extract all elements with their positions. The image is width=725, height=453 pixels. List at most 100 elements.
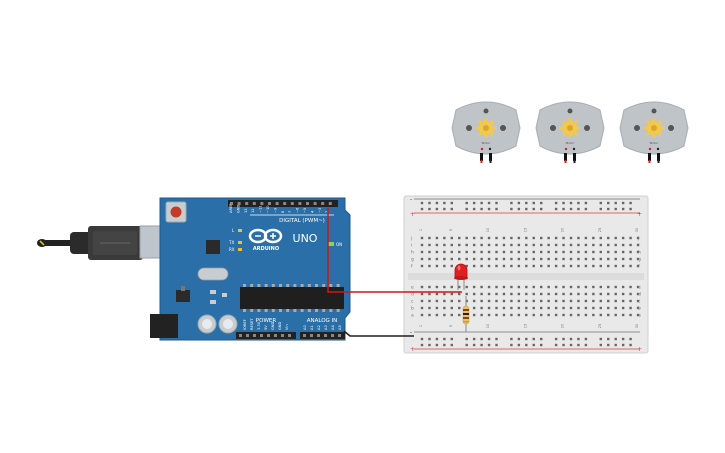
power-label: POWER — [256, 318, 277, 324]
analog-pin-label: A4 — [331, 325, 335, 330]
voltage-regulator — [176, 290, 190, 302]
analog-pin-label: A5 — [338, 325, 342, 330]
row-letter: j — [637, 236, 639, 242]
motor-label: Motor — [650, 141, 659, 145]
column-number: 20 — [561, 227, 565, 232]
digital-pin-label: ~11 — [259, 205, 263, 213]
digital-pin-label: 8 — [281, 210, 285, 213]
row-letter: b — [638, 306, 641, 312]
digital-pin-label: ~5 — [303, 208, 307, 213]
row-letter: h — [638, 250, 641, 256]
row-letter: h — [411, 250, 414, 256]
usb-chip — [206, 240, 220, 254]
digital-pin-label: 4 — [310, 210, 314, 213]
row-letter: g — [411, 258, 414, 263]
row-letter: b — [411, 306, 414, 312]
brand-label: ARDUINO — [253, 246, 279, 252]
signal-wire[interactable] — [327, 208, 462, 293]
motor-label: Motor — [482, 141, 491, 145]
power-pin-label: GND — [271, 322, 275, 330]
analog-header[interactable] — [300, 332, 345, 339]
column-number: 15 — [523, 324, 527, 329]
row-letter: f — [638, 264, 640, 270]
model-label: UNO — [293, 232, 318, 245]
power-pin-label: 5V — [264, 325, 268, 330]
row-letter: d — [411, 292, 414, 298]
gear-icon — [560, 118, 580, 138]
digital-pin-label: ~6 — [296, 207, 300, 213]
column-number: 30 — [635, 323, 639, 328]
power-pin-label: RESET — [250, 318, 254, 330]
bottom-pin-holes — [239, 334, 341, 337]
led-tx-label: TX — [228, 240, 234, 245]
red-led[interactable] — [454, 263, 468, 290]
gear-icon — [644, 118, 664, 138]
reset-button[interactable] — [165, 201, 187, 223]
row-letter: d — [638, 292, 641, 298]
breadboard-holes — [420, 201, 640, 347]
dc-motors: Motor Motor Motor — [451, 101, 689, 163]
column-number: 5 — [449, 229, 453, 231]
analog-pin-label: A0 — [303, 325, 307, 330]
crystal — [197, 267, 229, 281]
digital-pin-label: ~10 — [266, 205, 270, 213]
row-letter: g — [638, 258, 641, 263]
column-number: 15 — [523, 228, 527, 233]
row-letter: a — [411, 314, 414, 319]
digital-pin-holes — [230, 202, 332, 205]
led-tx — [238, 241, 242, 244]
usb-cable[interactable] — [37, 225, 171, 260]
gear-icon — [476, 118, 496, 138]
row-letter: i — [411, 243, 412, 249]
row-letter: c — [638, 300, 641, 305]
digital-label: DIGITAL (PWM~) — [279, 218, 325, 224]
led-rx — [238, 248, 242, 251]
column-number: 25 — [598, 324, 602, 329]
resistor[interactable] — [462, 296, 470, 332]
led-l-label: L — [232, 228, 235, 233]
led-l — [238, 229, 242, 232]
on-label: ON — [336, 242, 342, 247]
arduino-logo — [248, 228, 283, 244]
capacitors — [197, 314, 238, 334]
column-number: 10 — [486, 323, 490, 328]
rail-plus-label-bottom-right: + — [637, 346, 642, 353]
column-number: 1 — [419, 325, 423, 327]
motor-label: Motor — [566, 141, 575, 145]
power-jack[interactable] — [150, 314, 178, 338]
column-number: 10 — [486, 227, 490, 232]
power-pin-label: IOREF — [243, 319, 247, 330]
analog-label: ANALOG IN — [307, 318, 338, 324]
rail-plus-label-top-right: + — [637, 211, 642, 218]
digital-pin-label: 12 — [251, 208, 255, 213]
digital-pin-label: GND — [236, 205, 240, 213]
microcontroller-chip — [240, 284, 344, 312]
row-letter: i — [638, 243, 639, 249]
digital-pin-label: 7 — [288, 211, 292, 213]
digital-pin-label: 2 — [325, 211, 329, 213]
column-number: 25 — [598, 228, 602, 233]
rail-plus-label-bottom: + — [410, 346, 415, 353]
column-number: 20 — [561, 323, 565, 328]
led-rx-label: RX — [229, 247, 235, 252]
ground-wire[interactable] — [343, 330, 414, 337]
digital-header[interactable] — [228, 200, 338, 207]
rail-minus-label-top: - — [410, 196, 412, 203]
digital-pin-label: ~9 — [273, 207, 277, 213]
row-letter: j — [410, 236, 412, 242]
column-number: 5 — [449, 325, 453, 327]
row-letter: c — [411, 300, 414, 305]
digital-pin-label: AREF — [229, 204, 233, 213]
row-letter: a — [638, 314, 641, 319]
rail-plus-label-top: + — [410, 211, 415, 218]
power-header[interactable] — [236, 332, 296, 339]
dc-motor[interactable]: Motor — [535, 101, 605, 163]
dc-motor[interactable]: Motor — [619, 101, 689, 163]
dc-motor[interactable]: Motor — [451, 101, 521, 163]
